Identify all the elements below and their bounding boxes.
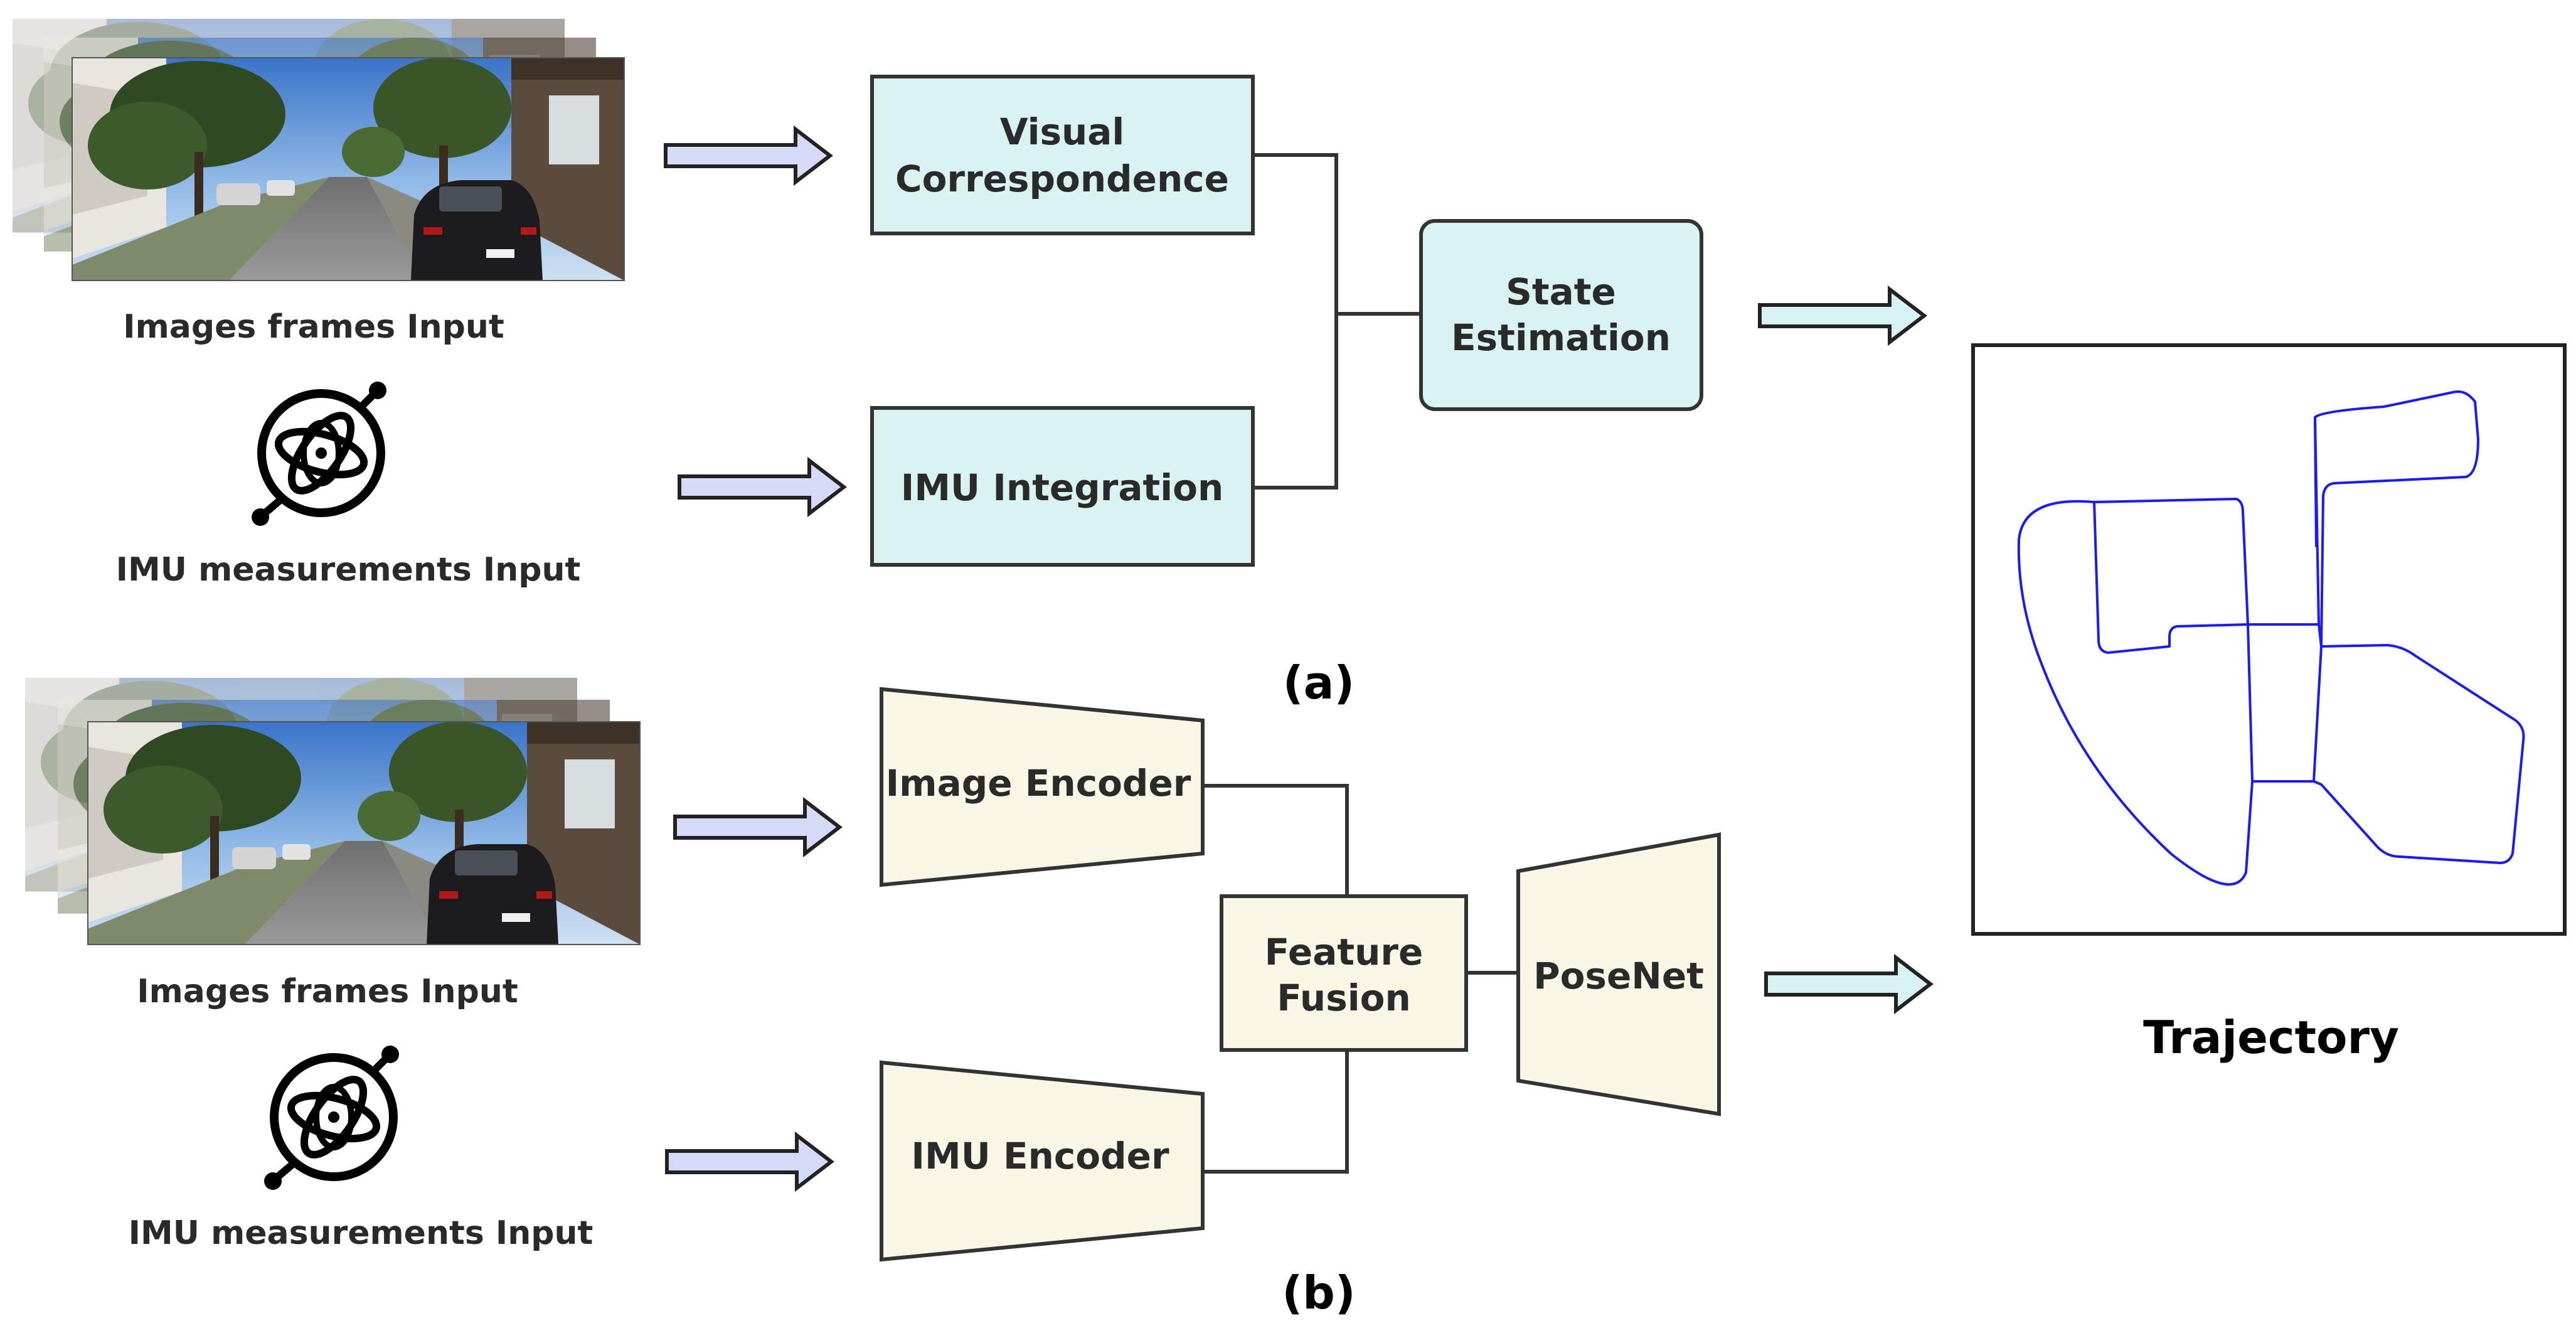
arrow-state-to-trajectory (1760, 289, 1924, 342)
connectors-b (1203, 784, 1518, 1174)
image-encoder-label: Image Encoder (886, 762, 1191, 805)
street-image (72, 57, 625, 281)
imu-measurements-label-b: IMU measurements Input (129, 1214, 593, 1252)
image-frames-stack-a (13, 19, 625, 281)
imu-encoder-block: IMU Encoder (880, 1060, 1205, 1262)
feature-fusion-line2: Fusion (1277, 977, 1411, 1019)
feature-fusion-line1: Feature (1265, 931, 1424, 973)
state-estimation-box: State Estimation (1419, 219, 1703, 411)
imu-encoder-label: IMU Encoder (911, 1135, 1169, 1177)
section-a: Images frames Input IMU measurements Inp… (13, 19, 1924, 709)
section-b: Images frames Input IMU measurements Inp… (25, 678, 1930, 1319)
trajectory-path (2017, 390, 2525, 886)
posenet-block: PoseNet (1516, 832, 1721, 1116)
imu-integration-label: IMU Integration (901, 466, 1224, 509)
imu-integration-box: IMU Integration (870, 406, 1255, 567)
image-frames-stack-b (25, 678, 641, 945)
connectors-a (1253, 153, 1421, 490)
imu-gyroscope-icon (252, 382, 386, 526)
posenet-label: PoseNet (1533, 955, 1704, 997)
trajectory-title: Trajectory (2143, 1011, 2399, 1064)
arrow-images-to-encoder (675, 801, 839, 854)
trajectory-panel (1971, 343, 2567, 936)
arrow-imu-to-integration (679, 461, 844, 513)
visual-correspondence-line2: Correspondence (895, 158, 1229, 200)
image-encoder-block: Image Encoder (880, 687, 1205, 887)
arrow-posenet-to-trajectory (1766, 958, 1930, 1010)
caption-a: (a) (1283, 656, 1355, 709)
images-frames-label-a: Images frames Input (123, 308, 504, 346)
visual-correspondence-line1: Visual (1000, 110, 1125, 153)
state-estimation-line2: Estimation (1451, 316, 1671, 359)
caption-b: (b) (1282, 1266, 1355, 1319)
arrow-images-to-visual (666, 129, 830, 182)
arrow-imu-to-encoder (667, 1135, 831, 1188)
state-estimation-line1: State (1506, 270, 1616, 313)
feature-fusion-box: Feature Fusion (1220, 894, 1468, 1052)
visual-correspondence-box: Visual Correspondence (870, 75, 1255, 235)
images-frames-label-b: Images frames Input (137, 973, 518, 1010)
imu-measurements-label-a: IMU measurements Input (116, 551, 581, 589)
imu-gyroscope-icon (264, 1046, 399, 1190)
street-image (87, 721, 641, 945)
